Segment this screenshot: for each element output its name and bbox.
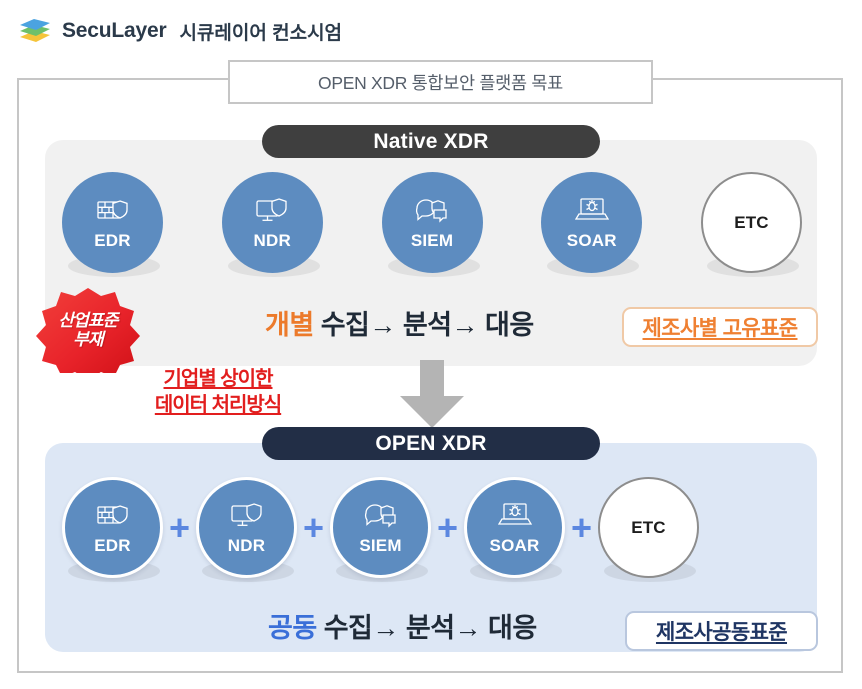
node-siem-top[interactable]: SIEM xyxy=(381,172,483,277)
open-xdr-banner: OPEN XDR xyxy=(262,427,600,460)
note-line-2: 데이터 처리방식 xyxy=(154,394,282,417)
node-etc-top[interactable]: ETC xyxy=(701,172,802,277)
badge-line-1: 산업표준 xyxy=(58,310,118,330)
down-arrow-icon xyxy=(396,360,468,428)
native-xdr-node-row: EDR NDR xyxy=(62,172,802,277)
flow-accent: 개별 xyxy=(265,310,314,340)
node-label: EDR xyxy=(94,231,131,250)
native-xdr-banner-label: Native XDR xyxy=(373,129,489,153)
native-xdr-banner: Native XDR xyxy=(262,125,600,158)
firewall-shield-icon xyxy=(96,499,130,533)
native-xdr-flow-text: 개별 수집→ 분석→ 대응 xyxy=(265,303,534,342)
node-label: EDR xyxy=(94,536,131,555)
plus-separator-1: + xyxy=(168,506,191,548)
node-soar-top[interactable]: SOAR xyxy=(541,172,643,277)
badge-line-2: 부재 xyxy=(73,329,103,349)
firewall-shield-icon xyxy=(96,194,130,228)
brand-name-korean: 시큐레이어 컨소시엄 xyxy=(179,22,343,44)
open-standard-box: 제조사공동표준 xyxy=(625,611,818,651)
node-label: NDR xyxy=(253,231,291,250)
node-edr-bottom[interactable]: EDR xyxy=(62,477,163,582)
open-xdr-banner-label: OPEN XDR xyxy=(375,431,487,455)
node-ndr-top[interactable]: NDR xyxy=(221,172,323,277)
node-edr-top[interactable]: EDR xyxy=(62,172,163,277)
node-label: ETC xyxy=(631,517,666,537)
page-title: OPEN XDR 통합보안 플랫폼 목표 xyxy=(318,72,563,93)
open-xdr-flow-text: 공동 수집→ 분석→ 대응 xyxy=(268,606,537,645)
native-standard-label: 제조사별 고유표준 xyxy=(642,317,799,340)
node-soar-bottom[interactable]: SOAR xyxy=(464,477,565,582)
flow-rest: 수집→ 분석→ 대응 xyxy=(316,613,538,643)
monitor-shield-icon xyxy=(255,194,289,228)
plus-separator-3: + xyxy=(436,506,459,548)
flow-accent: 공동 xyxy=(268,613,317,643)
node-label: SOAR xyxy=(489,536,540,555)
chat-bubbles-shield-icon xyxy=(364,499,398,533)
diagram-title-box: OPEN XDR 통합보안 플랫폼 목표 xyxy=(228,60,653,104)
open-xdr-node-row: EDR + NDR + xyxy=(62,477,802,582)
node-label: NDR xyxy=(227,536,266,555)
node-label: SIEM xyxy=(359,536,402,555)
node-label: SOAR xyxy=(566,231,617,250)
native-standard-box: 제조사별 고유표준 xyxy=(622,307,818,347)
laptop-bug-icon xyxy=(574,194,609,228)
node-label: ETC xyxy=(734,212,769,232)
note-line-1: 기업별 상이한 xyxy=(163,368,274,390)
page-header: SecuLayer 시큐레이어 컨소시엄 xyxy=(17,14,342,48)
open-standard-label: 제조사공동표준 xyxy=(655,621,788,644)
industry-standard-absent-badge: 산업표준 부재 xyxy=(33,287,143,373)
chat-bubbles-shield-icon xyxy=(415,194,449,228)
node-etc-bottom[interactable]: ETC xyxy=(598,477,699,582)
brand-name: SecuLayer xyxy=(62,19,167,42)
node-label: SIEM xyxy=(410,231,454,250)
monitor-shield-icon xyxy=(230,499,264,533)
node-siem-bottom[interactable]: SIEM xyxy=(330,477,431,582)
laptop-bug-icon xyxy=(497,499,532,533)
flow-rest: 수집→ 분석→ 대응 xyxy=(313,310,535,340)
stacked-layers-logo-icon xyxy=(17,17,53,45)
plus-separator-4: + xyxy=(570,506,593,548)
data-processing-note: 기업별 상이한 데이터 처리방식 xyxy=(118,366,318,419)
node-ndr-bottom[interactable]: NDR xyxy=(196,477,297,582)
plus-separator-2: + xyxy=(302,506,325,548)
starburst-icon xyxy=(36,288,140,373)
